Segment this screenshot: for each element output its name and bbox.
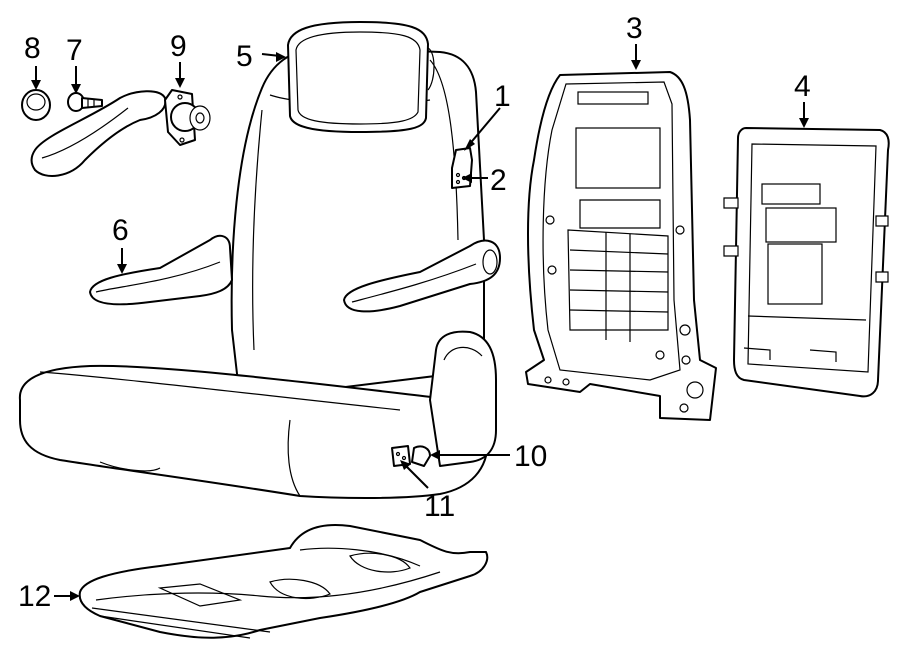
clip-part [451, 147, 473, 189]
callout-9: 9 [170, 30, 187, 63]
headrest-part [287, 21, 435, 133]
callout-5: 5 [236, 40, 253, 73]
callout-7: 7 [66, 34, 83, 67]
leader-lines [31, 44, 809, 601]
callout-11: 11 [424, 490, 455, 523]
callout-6: 6 [112, 214, 129, 247]
callout-12: 12 [18, 580, 51, 613]
callout-8: 8 [24, 32, 41, 65]
callout-3: 3 [626, 12, 643, 45]
pivot-bracket-part [164, 89, 211, 146]
callout-labels: 1 2 3 4 5 6 7 8 9 10 11 12 [18, 12, 811, 613]
seatback-panel-part [723, 127, 890, 398]
bolt-part [67, 92, 103, 112]
bracket-small-part [391, 445, 431, 467]
cushion-pan-part [78, 524, 489, 639]
callout-10: 10 [514, 440, 547, 473]
seat-assembly [18, 21, 501, 499]
seatback-frame-part [525, 71, 717, 421]
armrest-detached-part [30, 90, 167, 177]
callout-2: 2 [490, 164, 507, 197]
callout-1: 1 [494, 80, 511, 113]
cap-part [21, 89, 51, 121]
armrest-left-part [89, 234, 233, 306]
armrest-right-part [343, 239, 501, 313]
callout-4: 4 [794, 70, 811, 103]
